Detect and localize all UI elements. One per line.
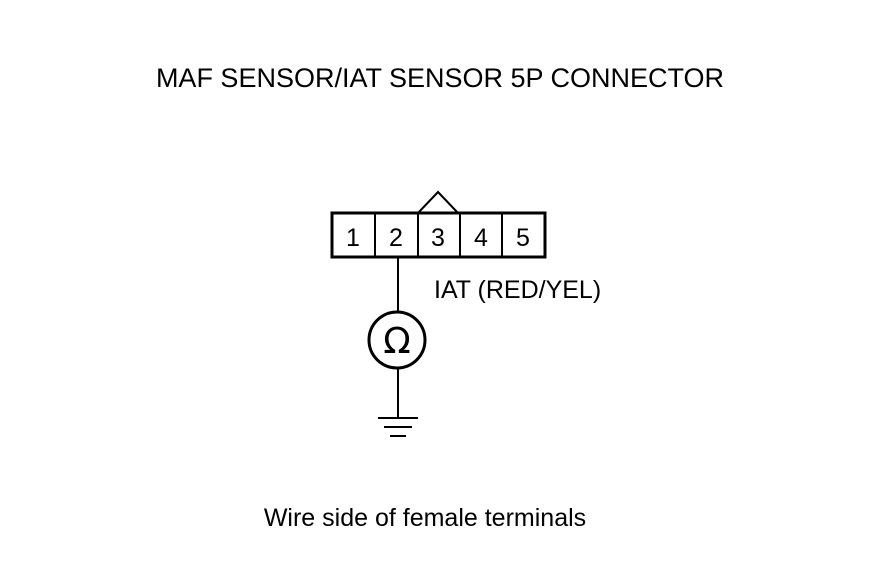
pin-4-label: 4 [474, 224, 488, 252]
ground-icon [378, 417, 418, 437]
pin-3-label: 3 [431, 224, 445, 252]
connector-body [330, 211, 547, 259]
wire-label: IAT (RED/YEL) [434, 276, 602, 304]
meter-symbol: Ω [383, 321, 411, 362]
pin-2-label: 2 [389, 224, 403, 252]
ohmmeter-icon: Ω [367, 310, 427, 370]
diagram-caption: Wire side of female terminals [263, 504, 587, 532]
pin-5-label: 5 [516, 224, 530, 252]
connector-lock-tab-icon [417, 190, 459, 214]
diagram-title: MAF SENSOR/IAT SENSOR 5P CONNECTOR [155, 63, 725, 93]
pin-1-label: 1 [346, 224, 360, 252]
